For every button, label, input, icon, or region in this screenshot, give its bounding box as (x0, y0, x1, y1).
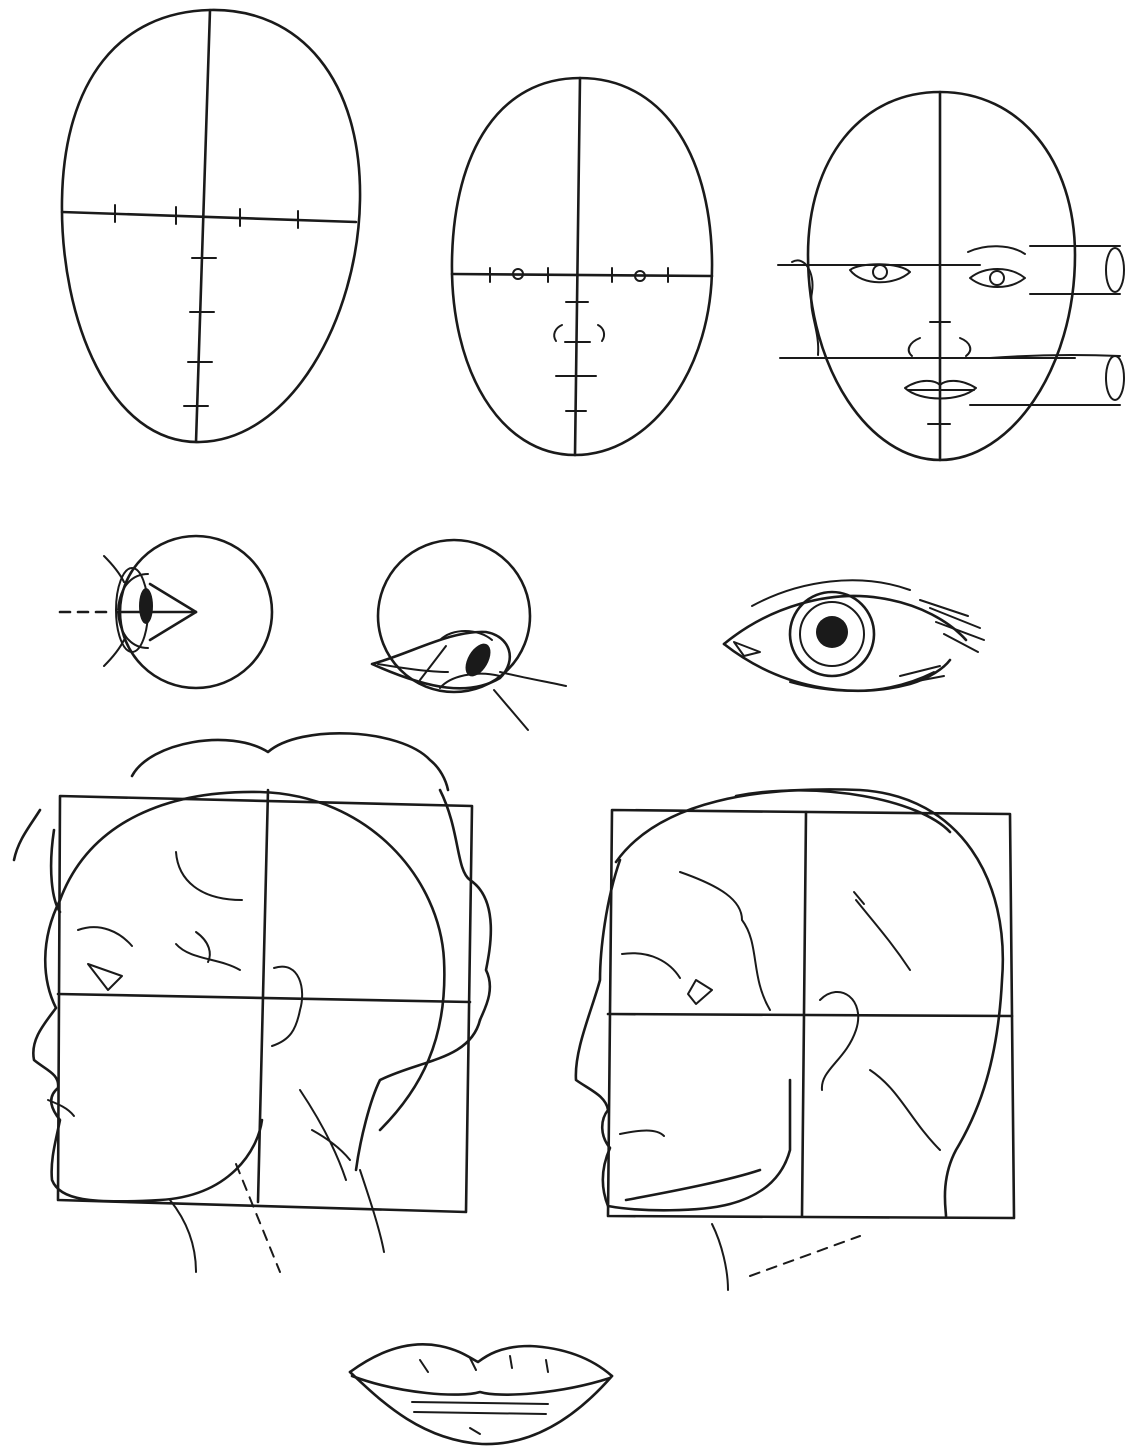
eye-detail (724, 580, 984, 691)
head-front-features (778, 92, 1124, 460)
lips-detail (350, 1344, 612, 1444)
eyeball-front (60, 536, 272, 688)
head-oval-marked (452, 78, 712, 455)
eyeball-angled (372, 540, 566, 730)
head-profile-male (576, 789, 1014, 1290)
head-profile-female (14, 733, 491, 1272)
head-oval-blank (62, 10, 360, 442)
